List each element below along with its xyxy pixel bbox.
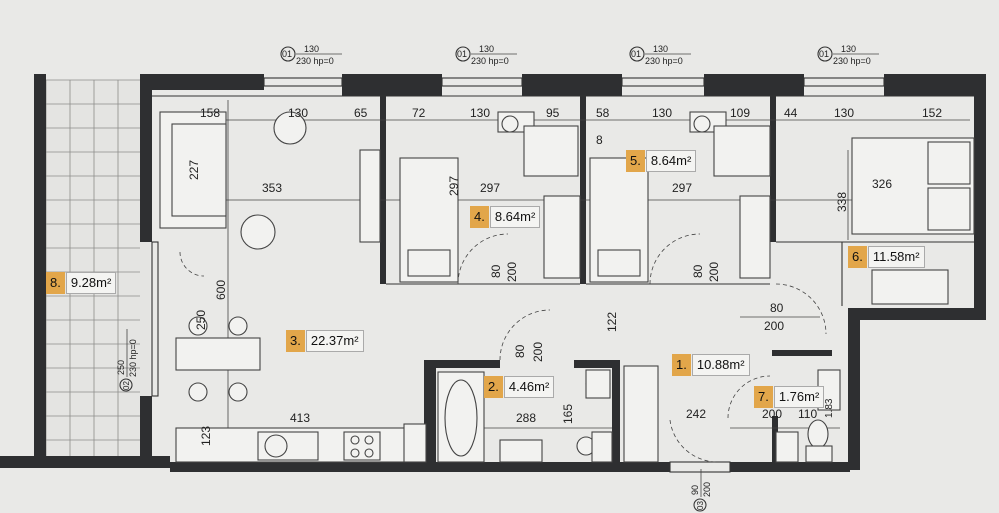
svg-text:152: 152 — [922, 106, 942, 120]
door-swings — [179, 233, 827, 463]
svg-text:158: 158 — [200, 106, 220, 120]
svg-text:123: 123 — [199, 426, 213, 446]
entry-door-tag: 03 90 200 — [690, 469, 712, 512]
room-area: 22.37m² — [305, 330, 364, 352]
svg-text:80: 80 — [489, 264, 503, 278]
svg-text:242: 242 — [686, 407, 706, 421]
svg-text:80: 80 — [513, 344, 527, 358]
room-area: 4.46m² — [503, 376, 555, 398]
room-area: 11.58m² — [867, 246, 925, 268]
room-number: 4. — [470, 206, 489, 228]
svg-text:338: 338 — [835, 192, 849, 212]
room-number: 6. — [848, 246, 867, 268]
window-tag: 01 130 230 hp=0 — [280, 44, 342, 66]
svg-text:03: 03 — [696, 501, 705, 510]
walls — [0, 74, 986, 472]
svg-text:90: 90 — [690, 485, 700, 495]
svg-text:230 hp=0: 230 hp=0 — [128, 339, 138, 377]
svg-text:200: 200 — [764, 319, 784, 333]
svg-text:1.83: 1.83 — [824, 398, 835, 418]
svg-text:130: 130 — [304, 44, 319, 54]
svg-text:65: 65 — [354, 106, 368, 120]
svg-text:01: 01 — [819, 49, 829, 59]
svg-text:58: 58 — [596, 106, 610, 120]
svg-text:230 hp=0: 230 hp=0 — [296, 56, 334, 66]
svg-text:130: 130 — [841, 44, 856, 54]
svg-text:250: 250 — [116, 360, 126, 375]
svg-text:297: 297 — [480, 181, 500, 195]
room-label-bedroom-4: 4. 8.64m² — [470, 206, 541, 228]
window-tag: 01 130 230 hp=0 — [629, 44, 691, 66]
room-label-bedroom-5: 5. 8.64m² — [626, 150, 697, 172]
svg-text:165: 165 — [561, 404, 575, 424]
room-number: 2. — [484, 376, 503, 398]
svg-text:297: 297 — [447, 176, 461, 196]
furniture — [159, 111, 975, 463]
svg-text:01: 01 — [631, 49, 641, 59]
room-label-hall: 1. 10.88m² — [672, 354, 750, 376]
svg-text:130: 130 — [470, 106, 490, 120]
room-dimensions: 227 353 600 250 413 123 297 297 8 297 32… — [187, 133, 892, 446]
window-tag: 01 130 230 hp=0 — [817, 44, 879, 66]
room-area: 9.28m² — [65, 272, 117, 294]
svg-text:230 hp=0: 230 hp=0 — [833, 56, 871, 66]
balcony-door-tag: 02 250 230 hp=0 — [116, 329, 138, 392]
svg-text:200: 200 — [707, 262, 721, 282]
room-label-balcony: 8. 9.28m² — [46, 272, 117, 294]
svg-text:130: 130 — [653, 44, 668, 54]
svg-text:297: 297 — [672, 181, 692, 195]
svg-text:230 hp=0: 230 hp=0 — [471, 56, 509, 66]
room-label-bathroom: 2. 4.46m² — [484, 376, 555, 398]
room-area: 8.64m² — [489, 206, 541, 228]
svg-text:200: 200 — [505, 262, 519, 282]
svg-text:413: 413 — [290, 411, 310, 425]
svg-text:230 hp=0: 230 hp=0 — [645, 56, 683, 66]
svg-text:110: 110 — [798, 407, 817, 421]
svg-text:80: 80 — [691, 264, 705, 278]
svg-text:122: 122 — [605, 312, 619, 332]
room-number: 7. — [754, 386, 773, 408]
room-area: 8.64m² — [645, 150, 697, 172]
svg-text:227: 227 — [187, 160, 201, 180]
room-number: 3. — [286, 330, 305, 352]
window-tag: 01 130 230 hp=0 — [455, 44, 517, 66]
svg-text:200: 200 — [531, 342, 545, 362]
room-area: 10.88m² — [691, 354, 750, 376]
svg-text:8: 8 — [596, 133, 603, 147]
svg-text:353: 353 — [262, 181, 282, 195]
svg-text:130: 130 — [288, 106, 308, 120]
svg-text:130: 130 — [652, 106, 672, 120]
svg-text:200: 200 — [762, 407, 782, 421]
svg-text:72: 72 — [412, 106, 426, 120]
svg-text:288: 288 — [516, 411, 536, 425]
top-dimensions: 158 130 65 72 130 95 58 130 109 44 130 1… — [200, 106, 942, 120]
room-label-wc: 7. 1.76m² — [754, 386, 825, 408]
svg-text:130: 130 — [479, 44, 494, 54]
window-frames — [151, 77, 974, 473]
svg-text:200: 200 — [702, 482, 712, 497]
svg-text:80: 80 — [770, 301, 784, 315]
room-number: 5. — [626, 150, 645, 172]
room-number: 8. — [46, 272, 65, 294]
svg-text:44: 44 — [784, 106, 798, 120]
room-label-bedroom-6: 6. 11.58m² — [848, 246, 925, 268]
room-area: 1.76m² — [773, 386, 825, 408]
svg-text:250: 250 — [194, 310, 208, 330]
room-number: 1. — [672, 354, 691, 376]
svg-text:326: 326 — [872, 177, 892, 191]
svg-text:01: 01 — [457, 49, 467, 59]
svg-text:01: 01 — [282, 49, 292, 59]
balcony-tiles — [45, 79, 150, 456]
svg-text:02: 02 — [122, 381, 131, 390]
svg-text:600: 600 — [214, 280, 228, 300]
svg-text:95: 95 — [546, 106, 560, 120]
svg-text:109: 109 — [730, 106, 750, 120]
room-label-living: 3. 22.37m² — [286, 330, 364, 352]
svg-text:130: 130 — [834, 106, 854, 120]
